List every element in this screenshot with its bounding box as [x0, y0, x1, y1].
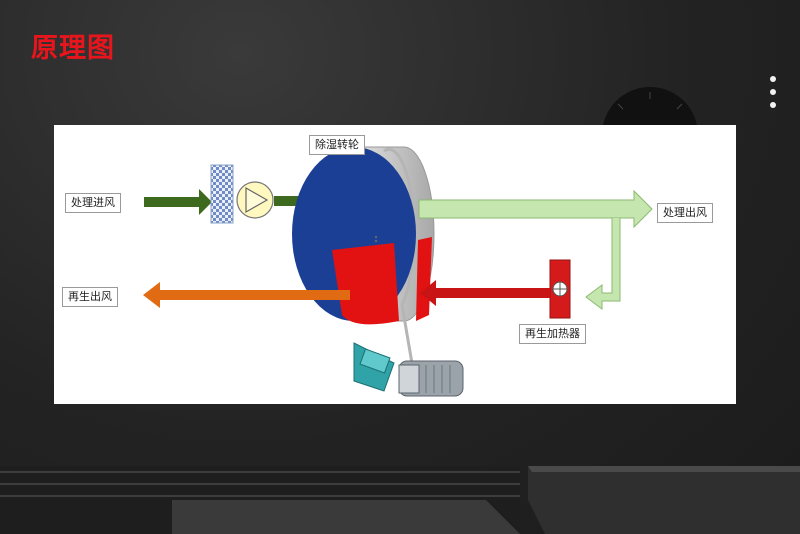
- fan-triangle-icon: [245, 186, 269, 214]
- regen-sector: [332, 243, 399, 325]
- principle-diagram: 除湿转轮 处理进风 处理出风 再生出风 再生加热器: [54, 125, 736, 404]
- label-regen-heater: 再生加热器: [519, 324, 586, 344]
- more-vertical-icon: [770, 76, 776, 82]
- label-desiccant-wheel: 除湿转轮: [309, 135, 365, 155]
- page-title: 原理图: [31, 33, 115, 64]
- more-vertical-icon-dot: [770, 102, 776, 108]
- right-platform-edge: [528, 466, 800, 472]
- label-process-inlet: 处理进风: [65, 193, 121, 213]
- more-menu-button[interactable]: [764, 74, 782, 110]
- filter-icon: [210, 164, 234, 224]
- step-lines: [0, 471, 520, 497]
- process-inlet-arrow: [144, 189, 212, 215]
- regen-sector-side: [416, 237, 432, 321]
- label-regen-outlet: 再生出风: [62, 287, 118, 307]
- right-platform: [528, 466, 800, 534]
- front-step: [172, 500, 520, 534]
- label-process-outlet: 处理出风: [657, 203, 713, 223]
- regen-inlet-arrow: [420, 280, 550, 306]
- regen-outlet-arrow: [143, 282, 350, 308]
- more-vertical-icon-dot: [770, 89, 776, 95]
- diagram-drawing: [143, 146, 653, 397]
- process-branch-arrow: [585, 217, 621, 310]
- process-outlet-arrow: [418, 189, 653, 229]
